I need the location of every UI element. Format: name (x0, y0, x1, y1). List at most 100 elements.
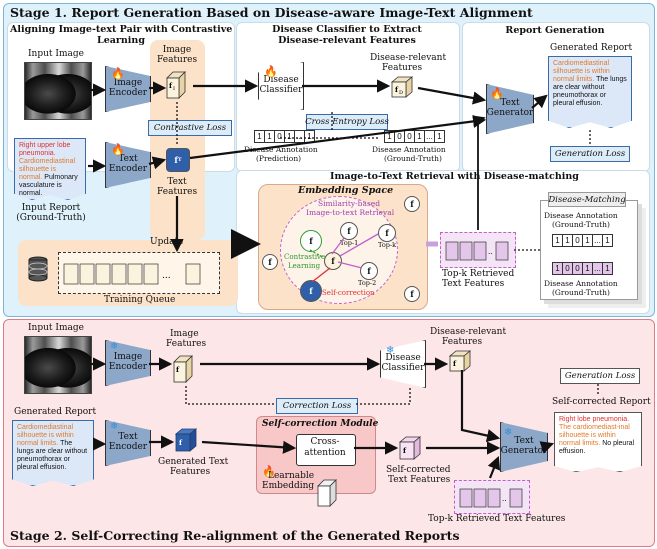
image-features-label-2: Features (157, 55, 198, 65)
image-feature-block-icon: f I (166, 71, 186, 99)
topk-label: Top-k (378, 241, 397, 249)
s2-image-feature-block-icon: f (173, 355, 193, 383)
trainable-fire-icon: 🔥 (111, 143, 125, 156)
top1-label: Top-1 (340, 239, 359, 247)
generated-report-black: The lungs are clear without pneumothorax… (553, 76, 627, 108)
input-xray-image (24, 62, 92, 120)
topk-embedding-icon: f (378, 224, 396, 242)
dm-annot2-label-1: Disease Annotation (544, 279, 618, 288)
annot-cell: 1 (602, 262, 613, 275)
s2-image-features-label-1: Image (170, 329, 199, 339)
input-report-orange: Cardiomediastinal silhouette is normal. (19, 158, 76, 182)
text-generator-label-1: Text (500, 98, 520, 109)
input-report-label-2: (Ground-Truth) (16, 213, 86, 223)
database-icon (28, 256, 48, 282)
disease-relevant-label-2: Features (382, 63, 423, 73)
frozen-snowflake-icon: ❄ (386, 345, 395, 356)
self-corrected-embedding-icon: f (300, 280, 322, 302)
queue-features: ... (63, 263, 201, 285)
dm-annot1-label-1: Disease Annotation (544, 211, 618, 220)
disease-classifier-label-2: Classifier (259, 85, 303, 95)
s2-disease-relevant-label-1: Disease-relevant (430, 327, 507, 337)
contrastive-loss: Contrastive Loss (148, 120, 232, 136)
text-encoder-label-2: Encoder (108, 164, 148, 174)
generated-text-feature-block-icon: f (174, 428, 198, 452)
learnable-embedding-icon (317, 479, 337, 507)
s2-topk-retrieved-label: Top-k Retrieved Text Features (428, 514, 566, 524)
image-embedding-icon: f (324, 252, 342, 270)
s2-generated-report-label: Generated Report (14, 407, 97, 417)
s2-text-generator-label-2: Generator (500, 446, 548, 456)
svg-text:f: f (453, 359, 457, 368)
similarity-label-2: Image-to-text Retrieval (306, 208, 395, 217)
image-encoder-label-2: Encoder (108, 88, 148, 98)
s2-topk-feature-stack-icon: .. (459, 488, 523, 508)
topk-retrieved-label-1: Top-k Retrieved (442, 269, 515, 279)
generated-report-orange: Cardiomediastinal silhouette is within n… (553, 60, 610, 84)
trainable-fire-icon: 🔥 (490, 87, 504, 100)
self-corrected-feature-icon: f (398, 436, 422, 460)
align-title-2: Learning (97, 35, 145, 46)
annot-pred-label-1: Disease Annotation (244, 145, 318, 154)
svg-text:D: D (399, 90, 403, 96)
learnable-embedding-label-1: Learnable (268, 471, 315, 481)
annot-gt-label-2: (Ground-Truth) (384, 154, 442, 163)
text-features-label-1: Text (167, 177, 187, 187)
svg-text:f: f (176, 365, 180, 374)
annot-pred-label-2: (Prediction) (256, 154, 302, 163)
disease-title-1: Disease Classifier to Extract (272, 24, 422, 35)
frozen-snowflake-icon: ❄ (504, 427, 513, 438)
stage2-title: Stage 2. Self-Correcting Re-alignment of… (10, 528, 460, 543)
report-gen-title: Report Generation (505, 25, 605, 36)
s2-image-encoder-label-1: Image (113, 352, 143, 363)
svg-text:..: .. (502, 495, 506, 503)
generation-loss: Generation Loss (550, 146, 630, 162)
s2-image-features-label-2: Features (166, 339, 207, 349)
s2-disease-classifier-label-1: Disease (385, 353, 421, 364)
similarity-label-1: Similarity-based (318, 199, 381, 208)
trainable-fire-icon: 🔥 (264, 65, 278, 78)
contrastive-learning-label-1: Contrastive (284, 253, 326, 261)
cross-entropy-loss: Cross Entropy Loss (305, 114, 389, 130)
update-label: Update (150, 237, 184, 247)
s2-disease-feature-block-icon: f (448, 350, 472, 372)
corrected-report-orange: The cardiomediast-inal silhouette is wit… (559, 424, 630, 448)
self-correction-label: Self-correction (322, 289, 375, 297)
svg-text:...: ... (162, 271, 171, 281)
s2-text-encoder-label-1: Text (118, 432, 138, 443)
generated-report-label: Generated Report (550, 43, 633, 53)
self-corrected-report: Right lobe pneumonia. The cardiomediast-… (554, 412, 642, 472)
input-image-label: Input Image (28, 49, 84, 59)
disease-matching-title: Disease-Matching (548, 192, 626, 207)
disease-classifier-label-1: Disease (263, 75, 299, 86)
input-report: Right upper lobe pneumonia. Cardiomedias… (14, 138, 86, 200)
s2-disease-relevant-label-2: Features (442, 337, 483, 347)
s2-text-encoder-label-2: Encoder (108, 442, 148, 452)
dm-annot2-label-2: (Ground-Truth) (552, 288, 610, 297)
other-embedding-icon: f (404, 286, 420, 302)
annot-cell: 1 (434, 130, 445, 143)
input-report-black: Pulmonary vasculature is normal. (19, 174, 78, 198)
self-corrected-report-label: Self-corrected Report (552, 397, 651, 407)
annot-gt-label-1: Disease Annotation (372, 145, 446, 154)
dm-annot1-label-2: (Ground-Truth) (552, 220, 610, 229)
image-features-label-1: Image (162, 45, 192, 55)
svg-text:..: .. (488, 248, 492, 256)
text-embedding-icon: f (300, 230, 322, 252)
s2-image-encoder-label-2: Encoder (108, 362, 148, 372)
svg-text:f: f (395, 85, 399, 94)
align-title-1: Aligning Image-text Pair with Contrastiv… (10, 24, 233, 35)
self-correction-module-title: Self-correction Module (262, 419, 379, 429)
top1-embedding-icon: f (340, 222, 358, 240)
correction-loss: Correction Loss (276, 398, 358, 414)
annot-cell: 1 (602, 234, 613, 247)
topk-retrieved-label-2: Text Features (442, 279, 505, 289)
trainable-fire-icon: 🔥 (111, 67, 125, 80)
cross-attention-label-2: attention (304, 448, 346, 458)
text-generator-label-2: Generator (486, 108, 534, 118)
cross-attention-label-1: Cross- (310, 437, 340, 447)
s2-input-image-label: Input Image (28, 323, 84, 333)
image-encoder-label-1: Image (113, 78, 143, 89)
